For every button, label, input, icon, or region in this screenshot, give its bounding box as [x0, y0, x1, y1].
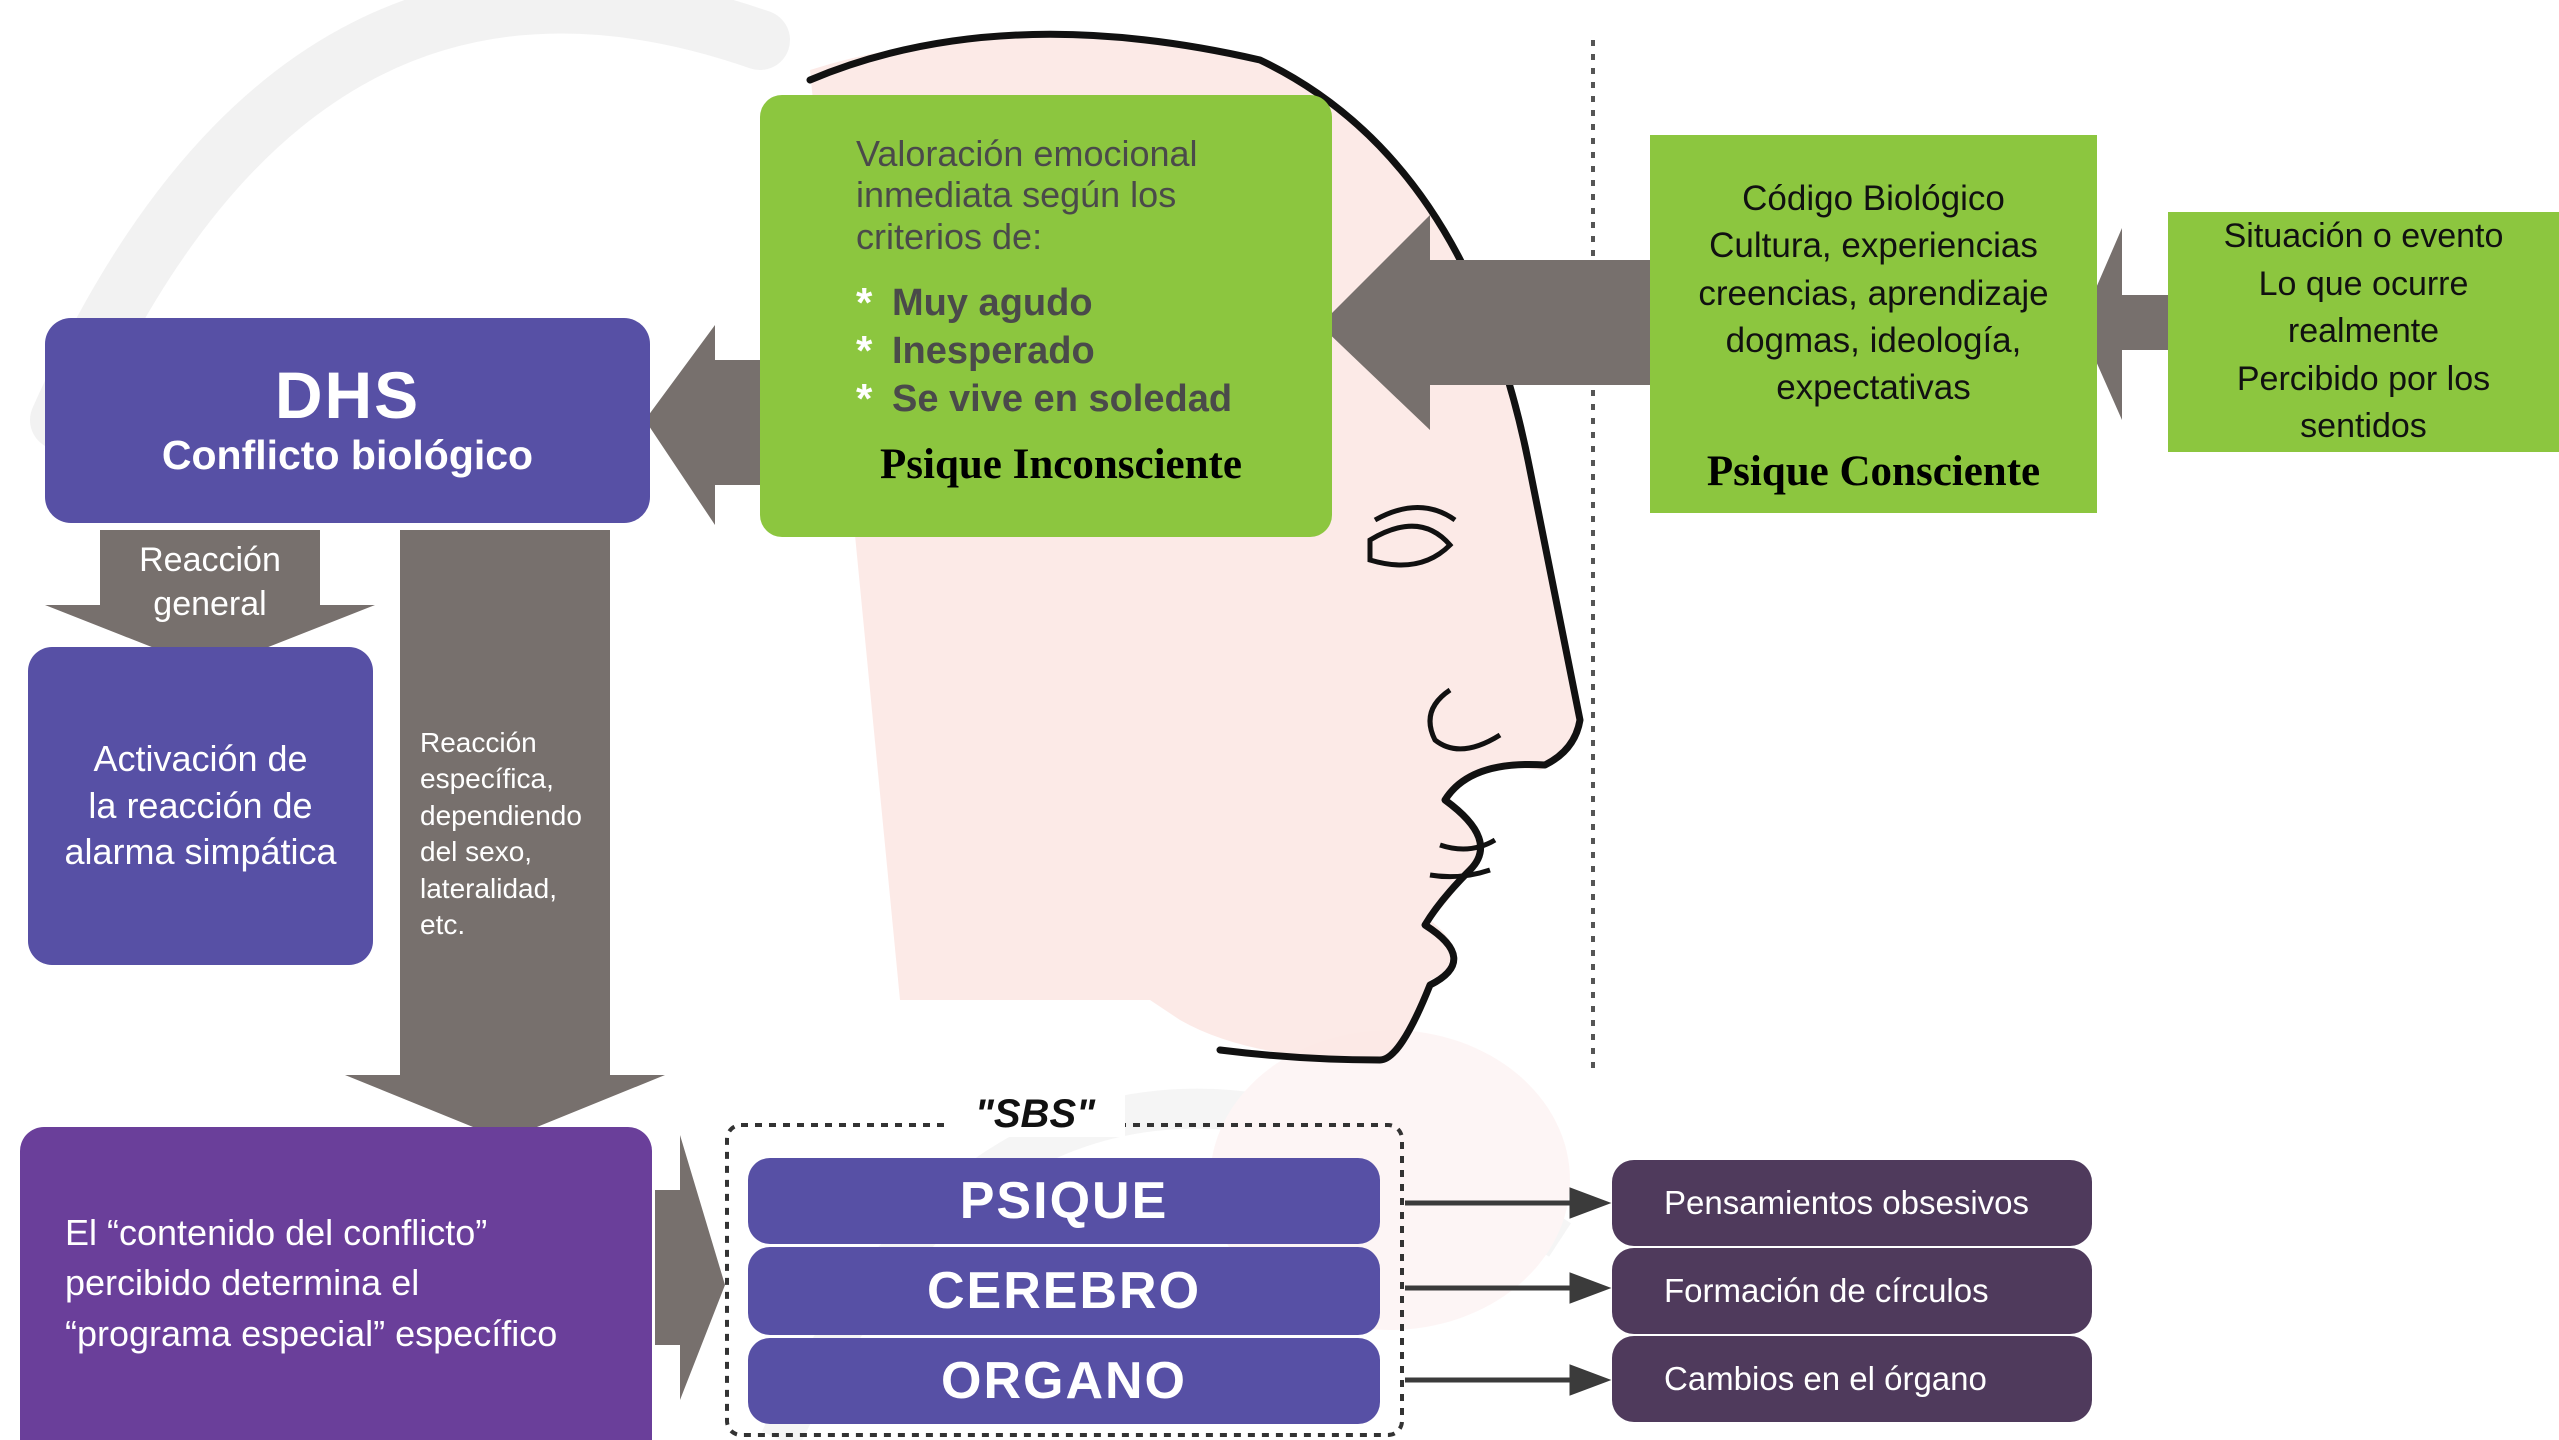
outcome-organ-changes: Cambios en el órgano: [1612, 1336, 2092, 1422]
general-reaction-label: Reacción general: [139, 541, 281, 624]
arrow-specific-reaction: [345, 530, 665, 1140]
outcome-circle-formation: Formación de círculos: [1612, 1248, 2092, 1334]
outcome-obsessive-thoughts: Pensamientos obsesivos: [1612, 1160, 2092, 1246]
criteria-list: * Muy agudo * Inesperado * Se vive en so…: [856, 279, 1302, 423]
arrow-conscious-to-unconscious: [1320, 215, 1660, 430]
mouth-icon: [1429, 837, 1497, 880]
star-icon: *: [856, 375, 873, 423]
conscious-box: Código Biológico Cultura, experiencias c…: [1650, 135, 2097, 513]
head-outline: [806, 30, 1584, 1064]
conscious-caption: Psique Consciente: [1706, 448, 2041, 495]
criteria-item: * Muy agudo: [856, 279, 1093, 327]
event-box: Situación o evento Lo que ocurre realmen…: [2168, 212, 2559, 452]
arrow-general-reaction: [45, 530, 375, 670]
conflict-content-box: El “contenido del conflicto” percibido d…: [20, 1127, 652, 1440]
specific-reaction-label: Reacción específica, dependiendo del sex…: [420, 727, 582, 940]
dhs-subtitle: Conflicto biológico: [161, 431, 534, 478]
unconscious-caption: Psique Inconsciente: [880, 441, 1242, 488]
dhs-title: DHS: [274, 358, 421, 433]
star-icon: *: [856, 279, 873, 327]
criteria-item: * Inesperado: [856, 327, 1095, 375]
sbs-label: "SBS": [945, 1092, 1125, 1137]
outcome-arrows: [1405, 1187, 1612, 1396]
event-text: Situación o evento Lo que ocurre realmen…: [2223, 217, 2504, 446]
unconscious-intro: Valoración emocional inmediata según los…: [856, 133, 1198, 257]
level-organo: ORGANO: [748, 1338, 1380, 1424]
criteria-item: * Se vive en soledad: [856, 375, 1233, 423]
ear-icon: [1427, 687, 1502, 752]
alarm-text: Activación de la reacción de alarma simp…: [64, 737, 337, 873]
dhs-box: DHS Conflicto biológico: [45, 318, 650, 523]
conflict-content-text: El “contenido del conflicto” percibido d…: [65, 1211, 558, 1354]
level-cerebro: CEREBRO: [748, 1247, 1380, 1335]
arrow-event-to-conscious: [2080, 228, 2182, 420]
eye-icon: [1367, 505, 1457, 568]
level-psique: PSIQUE: [748, 1158, 1380, 1244]
star-icon: *: [856, 327, 873, 375]
arrow-content-to-sbs: [655, 1135, 725, 1400]
unconscious-box: Valoración emocional inmediata según los…: [760, 95, 1332, 537]
arrow-unconscious-to-dhs: [645, 325, 760, 525]
alarm-box: Activación de la reacción de alarma simp…: [28, 647, 373, 965]
conscious-text: Código Biológico Cultura, experiencias c…: [1698, 179, 2049, 407]
